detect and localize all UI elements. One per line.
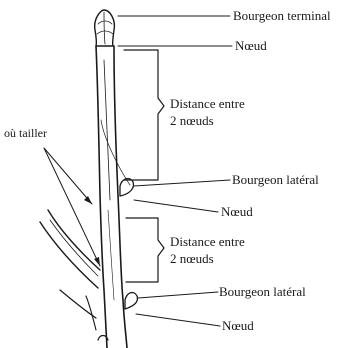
- lateral-bud-1: [120, 179, 133, 196]
- distance-1-line2: 2 nœuds: [170, 113, 214, 128]
- lateral-bud-2-label: Bourgeon latéral: [219, 284, 306, 299]
- leader-lines: [118, 16, 232, 326]
- lateral-bud-2: [125, 293, 137, 309]
- terminal-bud: [95, 10, 115, 46]
- lateral-bud-1-label: Bourgeon latéral: [232, 172, 319, 187]
- arrow-head-icon: [84, 196, 92, 204]
- terminal-bud-label: Bourgeon terminal: [233, 8, 331, 23]
- brace-distance-2: [126, 218, 164, 282]
- node-bottom-label: Nœud: [222, 318, 254, 333]
- distance-2-line1: Distance entre: [170, 234, 245, 249]
- distance-2-line2: 2 nœuds: [170, 251, 214, 266]
- side-branch: [40, 210, 100, 330]
- distance-1-line1: Distance entre: [170, 96, 245, 111]
- where-to-prune-label: où tailler: [4, 126, 47, 140]
- node-top-label: Nœud: [235, 38, 267, 53]
- node-mid-label: Nœud: [221, 204, 253, 219]
- brace-distance-1: [124, 50, 164, 180]
